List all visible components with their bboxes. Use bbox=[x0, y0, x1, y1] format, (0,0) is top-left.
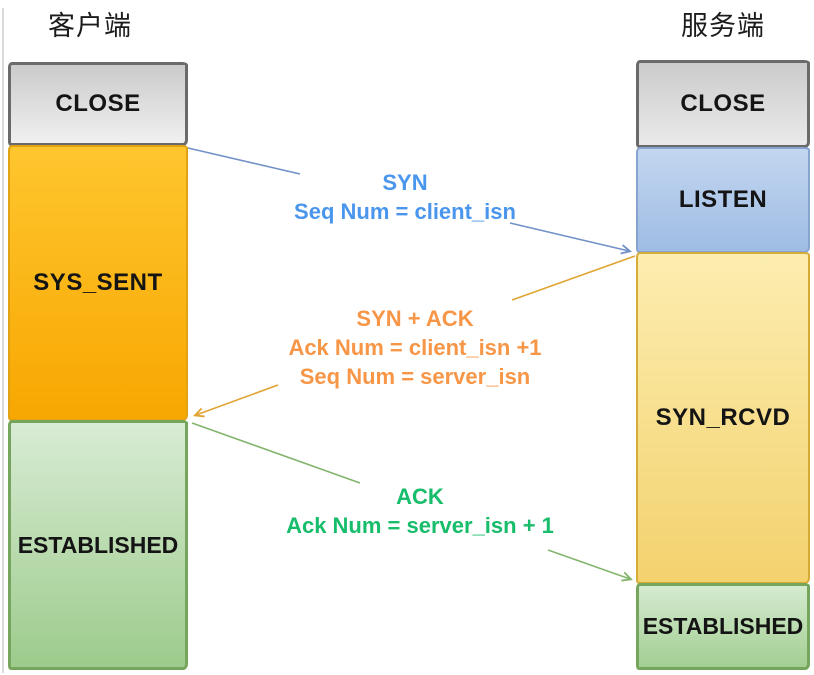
client-heading: 客户端 bbox=[48, 11, 132, 41]
left-edge-line bbox=[2, 8, 4, 673]
syn-ack-message-label: SYN + ACK Ack Num = client_isn +1 Seq Nu… bbox=[250, 304, 580, 391]
server-state-syn-rcvd-label: SYN_RCVD bbox=[655, 404, 791, 431]
ack-message-label: ACK Ack Num = server_isn + 1 bbox=[260, 482, 580, 540]
client-state-sys-sent-label: SYS_SENT bbox=[33, 269, 163, 296]
syn-ack-message-line-2: Ack Num = client_isn +1 bbox=[288, 335, 542, 360]
server-state-established: ESTABLISHED bbox=[636, 583, 810, 670]
client-state-established-label: ESTABLISHED bbox=[17, 531, 179, 558]
client-state-sys-sent: SYS_SENT bbox=[8, 145, 188, 421]
server-state-close: CLOSE bbox=[636, 60, 810, 148]
syn-message-line-1: SYN bbox=[382, 170, 428, 195]
syn-message-line-2: Seq Num = client_isn bbox=[294, 199, 516, 224]
client-state-close: CLOSE bbox=[8, 62, 188, 146]
ack-message-line-1: ACK bbox=[396, 484, 444, 509]
server-state-syn-rcvd: SYN_RCVD bbox=[636, 252, 810, 584]
server-state-listen: LISTEN bbox=[636, 147, 810, 253]
server-heading: 服务端 bbox=[681, 11, 765, 41]
client-state-close-label: CLOSE bbox=[55, 90, 141, 117]
syn-ack-message-line-1: SYN + ACK bbox=[356, 306, 474, 331]
ack-message-line-2: Ack Num = server_isn + 1 bbox=[286, 513, 554, 538]
server-state-close-label: CLOSE bbox=[680, 90, 766, 117]
syn-message-label: SYN Seq Num = client_isn bbox=[255, 168, 555, 226]
syn-ack-message-line-3: Seq Num = server_isn bbox=[299, 364, 531, 389]
server-state-listen-label: LISTEN bbox=[678, 186, 768, 213]
server-state-established-label: ESTABLISHED bbox=[642, 613, 804, 639]
client-state-established: ESTABLISHED bbox=[8, 420, 188, 670]
